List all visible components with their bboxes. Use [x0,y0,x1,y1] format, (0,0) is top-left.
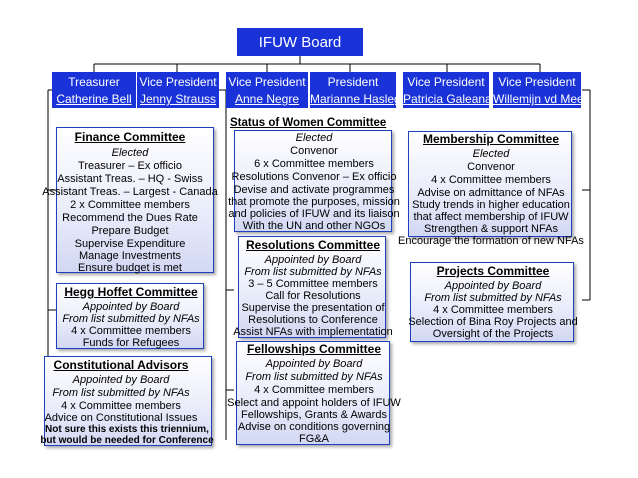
status-women-line: 6 x Committee members [254,158,374,170]
projects-committee-box: Projects Committee Appointed by Board Fr… [408,262,578,342]
resolutions-line: Appointed by Board [264,254,362,266]
fellowships-line: 4 x Committee members [254,384,374,396]
constitutional-advisors-title: Constitutional Advisors [53,358,189,372]
officer-role: Vice President [228,75,306,89]
membership-line: Encourage the formation of new NFAs [398,235,584,247]
membership-line: Convenor [467,161,515,173]
finance-committee-title: Finance Committee [74,130,186,144]
fellowships-line: Appointed by Board [265,358,363,370]
officer-role: Vice President [407,75,485,89]
constitutional-advisors-box: Constitutional Advisors Appointed by Boa… [40,356,214,446]
constitutional-line: Appointed by Board [72,374,170,386]
hegg-hoffet-committee-box: Hegg Hoffet Committee Appointed by Board… [56,283,204,349]
finance-line: Recommend the Dues Rate [62,212,198,224]
membership-line: Elected [472,148,510,160]
finance-line: Assistant Treas. – HQ - Swiss [57,173,203,185]
status-women-line: With the UN and other NGOs [242,220,386,232]
membership-line: 4 x Committee members [431,174,551,186]
hegg-hoffet-committee-title: Hegg Hoffet Committee [64,285,198,299]
status-of-women-title: Status of Women Committee [230,117,387,129]
hegg-hoffet-line: 4 x Committee members [71,325,191,337]
finance-line: Prepare Budget [91,225,169,237]
membership-line: that affect membership of IFUW [413,211,569,223]
finance-line: Assistant Treas. – Largest - Canada [42,186,218,198]
fellowships-committee-title: Fellowships Committee [246,342,382,356]
projects-line: Selection of Bina Roy Projects and [408,316,578,328]
projects-line: Oversight of the Projects [432,328,554,340]
projects-line: From list submitted by NFAs [424,292,562,304]
finance-line: Elected [111,147,149,159]
ifuw-board-box: IFUW Board [237,28,363,56]
fellowships-line: Select and appoint holders of IFUW [227,397,401,409]
resolutions-line: Resolutions to Conference [248,314,378,326]
fellowships-line: Advise on conditions governing [237,421,391,433]
officer-role: President [327,75,379,89]
fellowships-line: FG&A [299,433,329,445]
officer-treasurer: Treasurer Catherine Bell [52,72,136,108]
officer-vice-president-4: Vice President Willemijn vd Mee [493,72,581,108]
status-women-line: that promote the purposes, mission [228,196,400,208]
fellowships-line: From list submitted by NFAs [245,371,383,383]
status-of-women-committee-box: Elected Convenor 6 x Committee members R… [228,130,400,232]
status-women-line: and policies of IFUW and its liaison [228,208,400,220]
hegg-hoffet-line: Funds for Refugees [82,337,180,349]
resolutions-committee-box: Resolutions Committee Appointed by Board… [233,236,393,338]
officer-name: Marianne Haslegrave [310,92,396,106]
officer-role: Vice President [139,75,217,89]
constitutional-line: 4 x Committee members [61,400,181,412]
officer-name: Catherine Bell [56,92,132,106]
hegg-hoffet-line: Appointed by Board [82,301,180,313]
status-women-line: Elected [295,132,333,144]
projects-committee-title: Projects Committee [436,264,550,278]
resolutions-line: From list submitted by NFAs [244,266,382,278]
officer-name: Patricia Galeana [403,92,489,106]
resolutions-line: Supervise the presentation of [241,302,385,314]
officer-role: Treasurer [68,75,120,89]
constitutional-line: Advice on Constitutional Issues [44,412,198,424]
resolutions-line: Assist NFAs with implementation [233,326,393,338]
hegg-hoffet-line: From list submitted by NFAs [62,313,200,325]
officer-president: President Marianne Haslegrave [310,72,396,108]
finance-line: Manage Investments [78,250,182,262]
officer-name: Anne Negre [234,92,300,106]
officer-vice-president-2: Vice President Anne Negre [226,72,308,108]
officer-vice-president-3: Vice President Patricia Galeana [403,72,489,108]
finance-line: Ensure budget is met [78,262,182,274]
status-women-line: Devise and activate programmes [233,184,395,196]
membership-committee-title: Membership Committee [422,132,560,146]
projects-line: 4 x Committee members [433,304,553,316]
finance-line: Supervise Expenditure [74,238,186,250]
membership-line: Advise on admittance of NFAs [417,187,565,199]
membership-line: Study trends in higher education [412,199,570,211]
officer-name: Jenny Strauss [139,92,217,106]
status-women-line: Convenor [290,145,338,157]
resolutions-line: Call for Resolutions [265,290,361,302]
membership-line: Strengthen & support NFAs [424,223,558,235]
constitutional-note: Not sure this exists this triennium, [45,424,209,435]
finance-line: Treasurer – Ex officio [78,160,182,172]
status-women-line: Resolutions Convenor – Ex officio [231,171,397,183]
resolutions-line: 3 – 5 Committee members [248,278,378,290]
officer-vice-president-1: Vice President Jenny Strauss [137,72,219,108]
finance-committee-box: Finance Committee Elected Treasurer – Ex… [42,127,218,274]
constitutional-line: From list submitted by NFAs [52,387,190,399]
fellowships-committee-box: Fellowships Committee Appointed by Board… [227,341,401,445]
officer-role: Vice President [498,75,576,89]
board-title: IFUW Board [258,33,342,51]
constitutional-note: but would be needed for Conference [40,435,214,446]
resolutions-committee-title: Resolutions Committee [245,238,381,252]
projects-line: Appointed by Board [444,280,542,292]
officer-name: Willemijn vd Mee [493,92,581,106]
finance-line: 2 x Committee members [70,199,190,211]
membership-committee-box: Membership Committee Elected Convenor 4 … [398,131,584,247]
fellowships-line: Fellowships, Grants & Awards [241,409,387,421]
